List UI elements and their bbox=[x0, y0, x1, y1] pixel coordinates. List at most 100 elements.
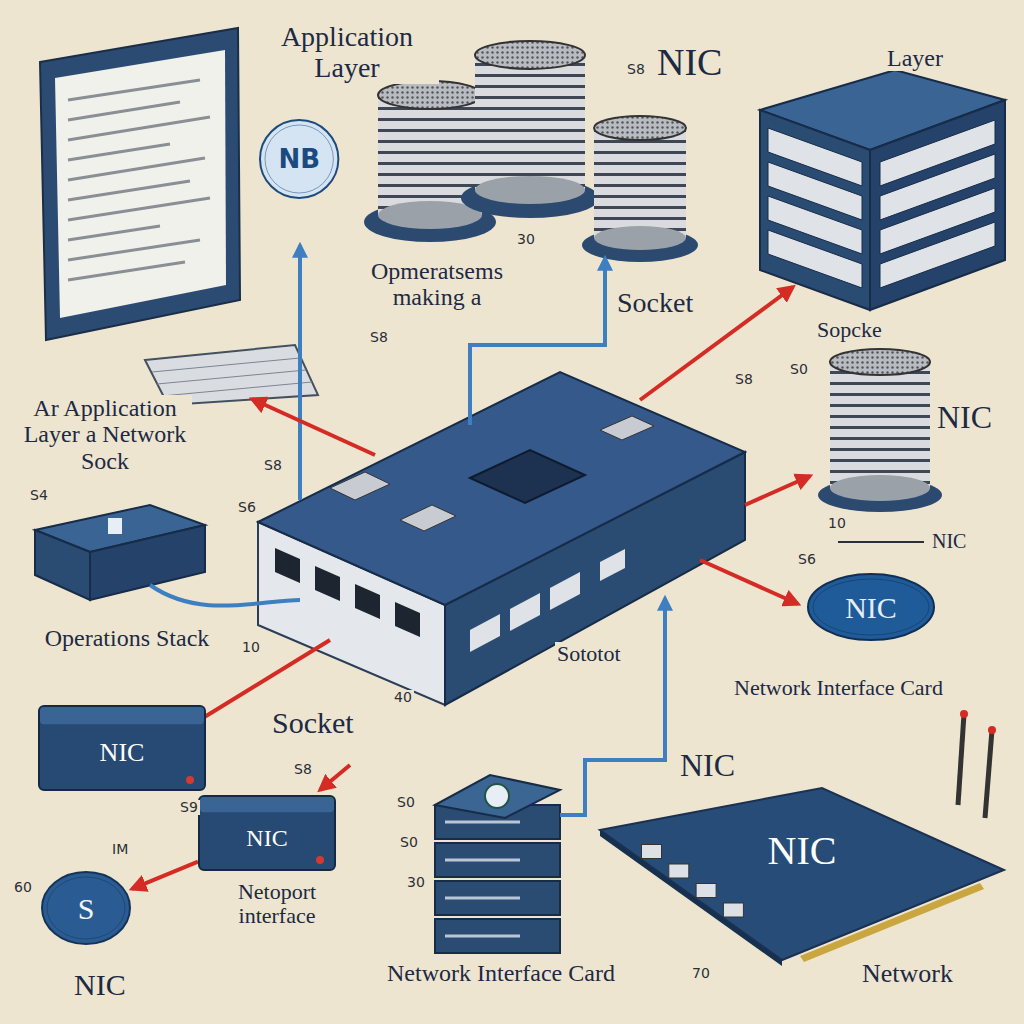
callout-number: S4 bbox=[28, 488, 50, 503]
ethernet-port bbox=[395, 602, 420, 637]
text-line bbox=[68, 181, 190, 200]
callout-number: IM bbox=[110, 842, 130, 857]
box-top bbox=[200, 797, 334, 812]
side-port bbox=[510, 593, 540, 631]
side-port bbox=[470, 614, 500, 652]
key-row bbox=[152, 358, 300, 372]
red-arrow bbox=[700, 560, 798, 604]
text-line bbox=[68, 262, 185, 280]
server-icon bbox=[485, 784, 509, 808]
section-label: Sototot bbox=[555, 642, 623, 666]
key-row bbox=[157, 370, 306, 384]
section-label: Socket bbox=[615, 288, 695, 319]
callout-number: S0 bbox=[395, 795, 417, 810]
node-text: NIC bbox=[768, 829, 837, 873]
coin-circle: S bbox=[40, 870, 132, 946]
server-slab bbox=[435, 843, 560, 877]
callout-number: S8 bbox=[733, 372, 755, 387]
stack-top bbox=[594, 116, 686, 140]
card-port bbox=[696, 884, 716, 898]
monitor bbox=[40, 28, 318, 405]
side-port bbox=[600, 549, 625, 581]
slot bbox=[445, 821, 520, 824]
ellipse-ring bbox=[813, 579, 929, 635]
server-rack bbox=[760, 70, 1005, 310]
section-label: NIC bbox=[72, 968, 128, 1001]
device-mark bbox=[108, 518, 122, 534]
screen-text-lines bbox=[68, 80, 210, 280]
stack-bottom bbox=[475, 176, 585, 204]
monitor-frame bbox=[40, 28, 240, 340]
device-side bbox=[90, 525, 205, 600]
stack-body bbox=[475, 55, 585, 190]
red-arrow bbox=[252, 399, 375, 455]
port-block bbox=[330, 472, 390, 500]
stack-top bbox=[830, 349, 930, 375]
small-device bbox=[35, 505, 300, 606]
ethernet-port bbox=[275, 548, 300, 583]
server-slots bbox=[445, 822, 520, 936]
gold-fingers bbox=[800, 883, 984, 962]
callout-number: 10 bbox=[826, 516, 848, 531]
leader-line bbox=[838, 541, 924, 543]
server-top bbox=[435, 775, 560, 818]
side-port bbox=[550, 572, 580, 610]
section-label: Socket bbox=[270, 706, 356, 739]
callout-number: S8 bbox=[262, 458, 284, 473]
callout-number: S8 bbox=[292, 762, 314, 777]
section-label: NIC bbox=[655, 42, 724, 84]
section-label: NIC bbox=[935, 400, 994, 435]
antenna bbox=[985, 730, 992, 818]
section-label: NIC bbox=[678, 748, 737, 783]
badge-circle: NB bbox=[258, 118, 340, 200]
red-arrow bbox=[745, 476, 810, 505]
nic-card-outline bbox=[600, 788, 1004, 963]
card-port bbox=[723, 903, 743, 917]
side-ports bbox=[470, 549, 625, 652]
callout-number: S6 bbox=[796, 552, 818, 567]
server-slab bbox=[435, 919, 560, 953]
disk-stack bbox=[461, 41, 599, 218]
text-line bbox=[68, 144, 170, 160]
text-line bbox=[68, 198, 210, 220]
slot bbox=[445, 859, 520, 862]
ellipse-ring bbox=[47, 877, 125, 939]
nic-card: NIC bbox=[600, 788, 1004, 963]
antenna-tip bbox=[988, 726, 996, 734]
disk-stack bbox=[582, 116, 698, 262]
node-text: NB bbox=[278, 145, 320, 174]
node-text: S bbox=[78, 892, 95, 925]
callout-number: S8 bbox=[368, 330, 390, 345]
section-label: NIC bbox=[930, 530, 968, 552]
status-led bbox=[316, 856, 324, 864]
card-port bbox=[669, 864, 689, 878]
rack-side bbox=[870, 100, 1005, 310]
box-top bbox=[40, 707, 204, 724]
ellipse-outline bbox=[42, 872, 130, 944]
section-label: Network bbox=[860, 960, 955, 989]
nic-box: NIC bbox=[38, 705, 206, 791]
stack-body bbox=[594, 128, 686, 238]
ellipse-outline bbox=[808, 574, 934, 640]
section-label: Netoport interface bbox=[200, 880, 354, 928]
section-label: Layer bbox=[885, 45, 945, 71]
callout-number: S8 bbox=[625, 62, 647, 77]
keyboard-keys bbox=[152, 358, 312, 396]
card-port bbox=[642, 845, 662, 859]
callout-number: S9 bbox=[178, 800, 200, 815]
server-slab bbox=[435, 881, 560, 915]
device-front bbox=[35, 530, 90, 600]
section-label: Sopcke bbox=[815, 318, 884, 342]
ellipse-outline bbox=[260, 120, 338, 198]
connector-arrow bbox=[132, 862, 198, 889]
section-label: Network Interface Card bbox=[385, 960, 617, 986]
callout-number: 40 bbox=[392, 690, 414, 705]
blue-link bbox=[560, 598, 665, 815]
blue-link bbox=[298, 245, 302, 500]
slot bbox=[445, 935, 520, 938]
section-label: Ar Application Layer a Network Sock bbox=[18, 395, 192, 474]
cable bbox=[150, 585, 300, 606]
ethernet-port bbox=[355, 584, 380, 619]
